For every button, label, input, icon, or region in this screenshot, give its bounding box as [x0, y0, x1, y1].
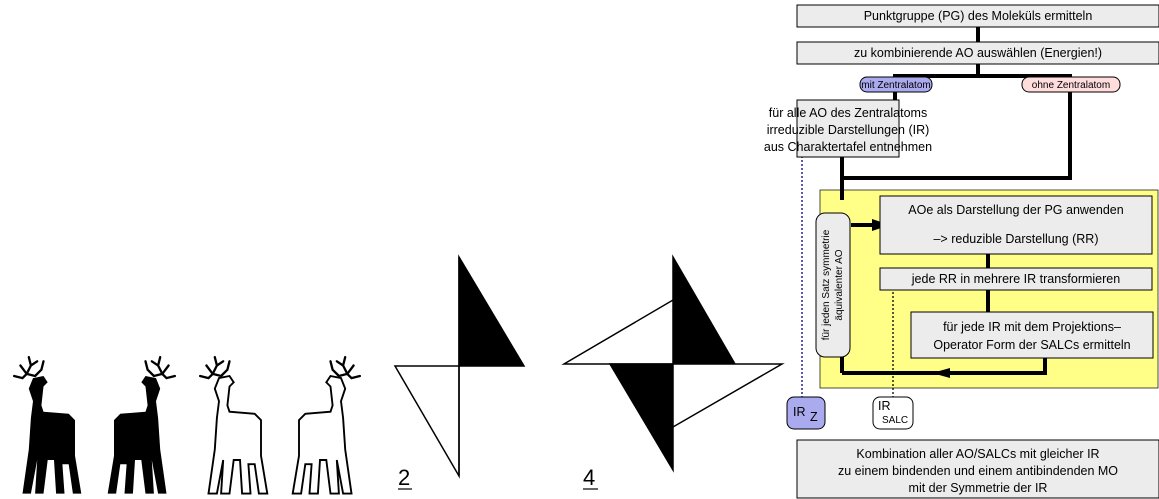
final-box-line-1: Kombination aller AO/SALCs mit gleicher … — [856, 447, 1099, 461]
ir-salc-main: IR — [878, 399, 891, 413]
ir-salc-sub: SALC — [882, 415, 908, 426]
apply-box-line-2: –> reduzible Darstellung (RR) — [933, 232, 1098, 246]
loop-label-line-2: äquivalenter AO — [834, 249, 845, 320]
figure-number-4: 4 — [583, 465, 595, 490]
deer-group-filled — [12, 355, 177, 495]
final-box-line-3: mit der Symmetrie der IR — [909, 481, 1048, 495]
central-box-line-3: aus Charaktertafel entnehmen — [764, 140, 932, 154]
pinwheel-2 — [393, 254, 526, 479]
figure-number-2: 2 — [398, 465, 410, 490]
transform-box: jede RR in mehrere IR transformieren — [911, 272, 1120, 286]
central-box-line-2: irreduzible Darstellungen (IR) — [767, 123, 930, 137]
projection-box-line-2: Operator Form der SALCs ermitteln — [933, 338, 1130, 352]
branch-with-label: mit Zentralatom — [861, 80, 930, 91]
final-box-line-2: zu einem bindenden und einem antibindend… — [838, 464, 1118, 478]
apply-box-line-1: AOe als Darstellung der PG anwenden — [908, 203, 1123, 217]
pinwheel-4 — [561, 254, 785, 473]
projection-box-line-1: für jede IR mit dem Projektions– — [943, 320, 1121, 334]
flowchart: Punktgruppe (PG) des Moleküls ermitteln … — [764, 4, 1159, 499]
deer-group-outline — [198, 355, 362, 495]
step-select-ao: zu kombinierende AO auswählen (Energien!… — [854, 46, 1102, 60]
loop-label-line-1: für jeden Satz symmetrie — [821, 229, 832, 340]
step-point-group: Punktgruppe (PG) des Moleküls ermitteln — [864, 9, 1093, 23]
ir-salc-box — [872, 396, 914, 430]
ir-z-sub: Z — [810, 410, 818, 424]
ir-z-box — [786, 396, 826, 430]
branch-without-central-atom — [1021, 76, 1121, 93]
ir-z-main: IR — [793, 405, 806, 419]
branch-with-central-atom — [859, 76, 933, 93]
branch-without-label: ohne Zentralatom — [1032, 80, 1110, 91]
central-box-line-1: für alle AO des Zentralatoms — [769, 106, 927, 120]
loop-label-box — [815, 212, 851, 358]
